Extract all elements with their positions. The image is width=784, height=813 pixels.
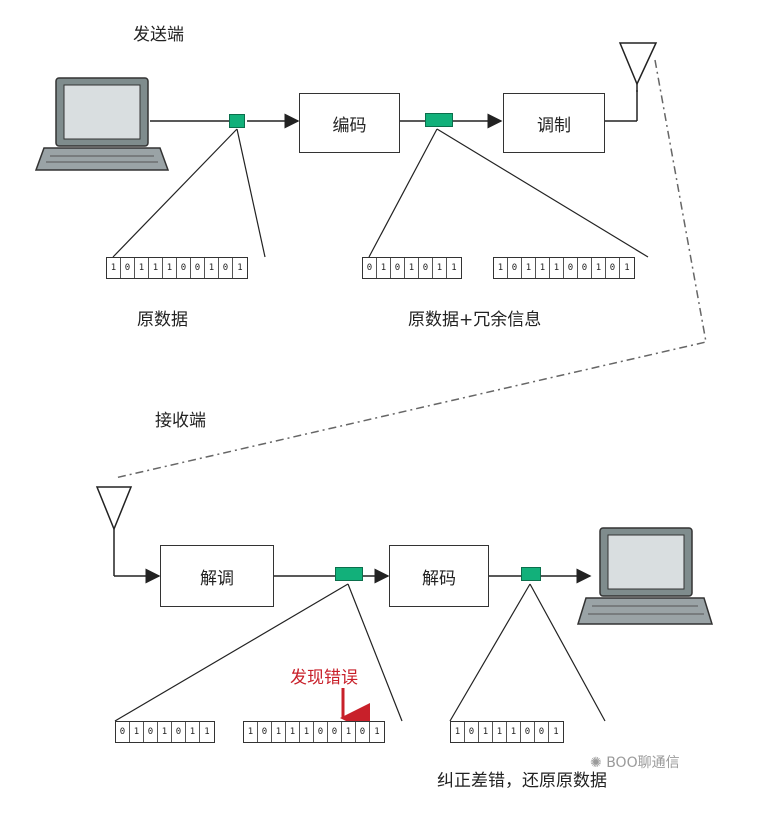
- bit-cell: 1: [205, 258, 219, 278]
- encoded-label: 原数据+冗余信息: [408, 310, 542, 330]
- bit-cell: 1: [451, 722, 465, 742]
- bit-cell: 1: [244, 722, 258, 742]
- bit-cell: 0: [314, 722, 328, 742]
- bit-cell: 1: [507, 722, 521, 742]
- bit-cell: 1: [494, 258, 508, 278]
- bit-cell: 0: [191, 258, 205, 278]
- sender-title: 发送端: [133, 25, 184, 45]
- bit-cell: 0: [578, 258, 592, 278]
- bit-cell: 1: [204, 727, 210, 737]
- bit-cell: 0: [419, 258, 433, 278]
- receiver-connector-1: [335, 567, 363, 581]
- bit-cell: 0: [564, 258, 578, 278]
- bit-cell: 1: [374, 727, 380, 737]
- sender-connector-1: [229, 114, 245, 128]
- bit-cell: 0: [258, 722, 272, 742]
- error-found-label: 发现错误: [290, 668, 358, 688]
- watermark: ✺ BOO聊通信: [590, 752, 680, 772]
- bit-cell: 0: [144, 722, 158, 742]
- bit-cell: 0: [356, 722, 370, 742]
- bit-cell: 0: [121, 258, 135, 278]
- bit-cell: 1: [163, 258, 177, 278]
- bit-cell: 0: [535, 722, 549, 742]
- bit-cell: 0: [465, 722, 479, 742]
- decode-box: 解码: [389, 545, 489, 607]
- bit-cell: 0: [116, 722, 130, 742]
- bit-cell: 1: [135, 258, 149, 278]
- receiver-laptop-icon: [576, 527, 714, 625]
- bit-cell: 0: [606, 258, 620, 278]
- bit-cell: 1: [377, 258, 391, 278]
- bit-cell: 0: [219, 258, 233, 278]
- raw-data-label: 原数据: [137, 310, 188, 330]
- bit-cell: 1: [550, 258, 564, 278]
- bit-cell: 0: [521, 722, 535, 742]
- bit-cell: 0: [391, 258, 405, 278]
- bit-cell: 0: [508, 258, 522, 278]
- bit-cell: 1: [624, 263, 630, 273]
- bit-cell: 1: [107, 258, 121, 278]
- bit-cell: 1: [272, 722, 286, 742]
- bit-cell: 1: [536, 258, 550, 278]
- bit-cell: 1: [300, 722, 314, 742]
- bit-cell: 1: [553, 727, 559, 737]
- receiver-title: 接收端: [155, 411, 206, 431]
- bit-cell: 1: [405, 258, 419, 278]
- watermark-text: BOO聊通信: [606, 755, 680, 771]
- bit-cell: 0: [328, 722, 342, 742]
- bit-cell: 1: [433, 258, 447, 278]
- receiver-connector-2: [521, 567, 541, 581]
- demodulate-box: 解调: [160, 545, 274, 607]
- corrected-label: 纠正差错，还原原数据: [437, 771, 607, 791]
- bit-cell: 1: [522, 258, 536, 278]
- bit-cell: 1: [451, 263, 457, 273]
- bit-cell: 0: [172, 722, 186, 742]
- bit-cell: 1: [493, 722, 507, 742]
- bit-cell: 1: [592, 258, 606, 278]
- bit-cell: 1: [286, 722, 300, 742]
- bit-cell: 1: [158, 722, 172, 742]
- encode-box: 编码: [299, 93, 400, 153]
- bit-cell: 0: [363, 258, 377, 278]
- modulate-box: 调制: [503, 93, 605, 153]
- bit-cell: 1: [130, 722, 144, 742]
- bit-cell: 1: [149, 258, 163, 278]
- wechat-icon: ✺: [590, 755, 607, 771]
- bit-cell: 0: [177, 258, 191, 278]
- bit-cell: 1: [186, 722, 200, 742]
- bit-cell: 1: [237, 263, 243, 273]
- bit-cell: 1: [479, 722, 493, 742]
- sender-connector-2: [425, 113, 453, 127]
- sender-laptop-icon: [34, 77, 170, 171]
- bit-cell: 1: [342, 722, 356, 742]
